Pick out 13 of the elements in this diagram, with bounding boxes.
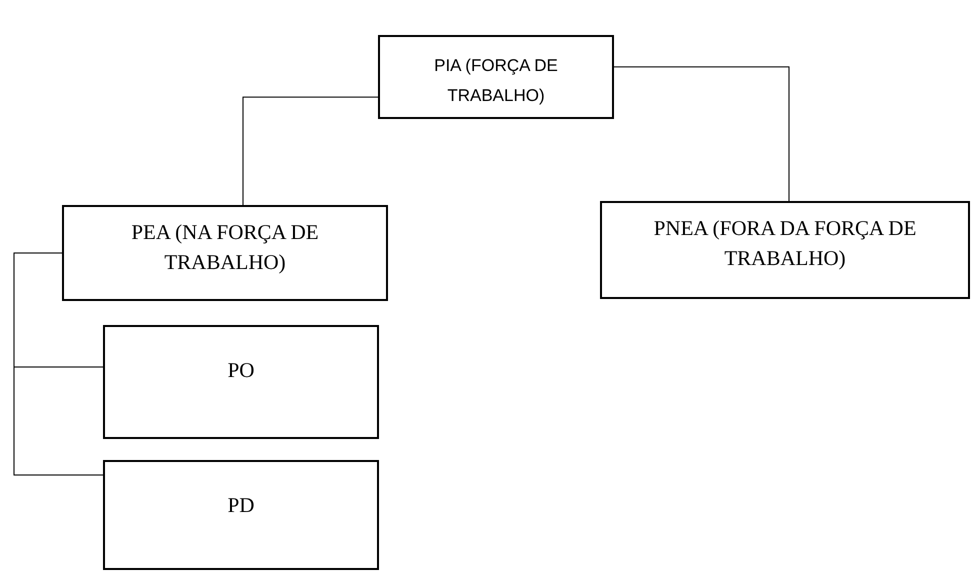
box-label: PIA (FORÇA DE TRABALHO) <box>433 55 559 107</box>
connector-line <box>614 66 790 202</box>
box-label: PD <box>228 492 254 519</box>
category-box <box>600 201 970 299</box>
box-label: PO <box>228 357 254 384</box>
category-box <box>103 460 379 570</box>
box-label: PNEA (FORA DA FORÇA DE TRABALHO) <box>652 215 918 272</box>
box-label: PEA (NA FORÇA DE TRABALHO) <box>130 219 320 276</box>
category-box <box>378 35 614 119</box>
category-box <box>103 325 379 439</box>
connector-line <box>14 252 104 476</box>
category-box <box>62 205 388 301</box>
connector-line <box>242 96 378 206</box>
